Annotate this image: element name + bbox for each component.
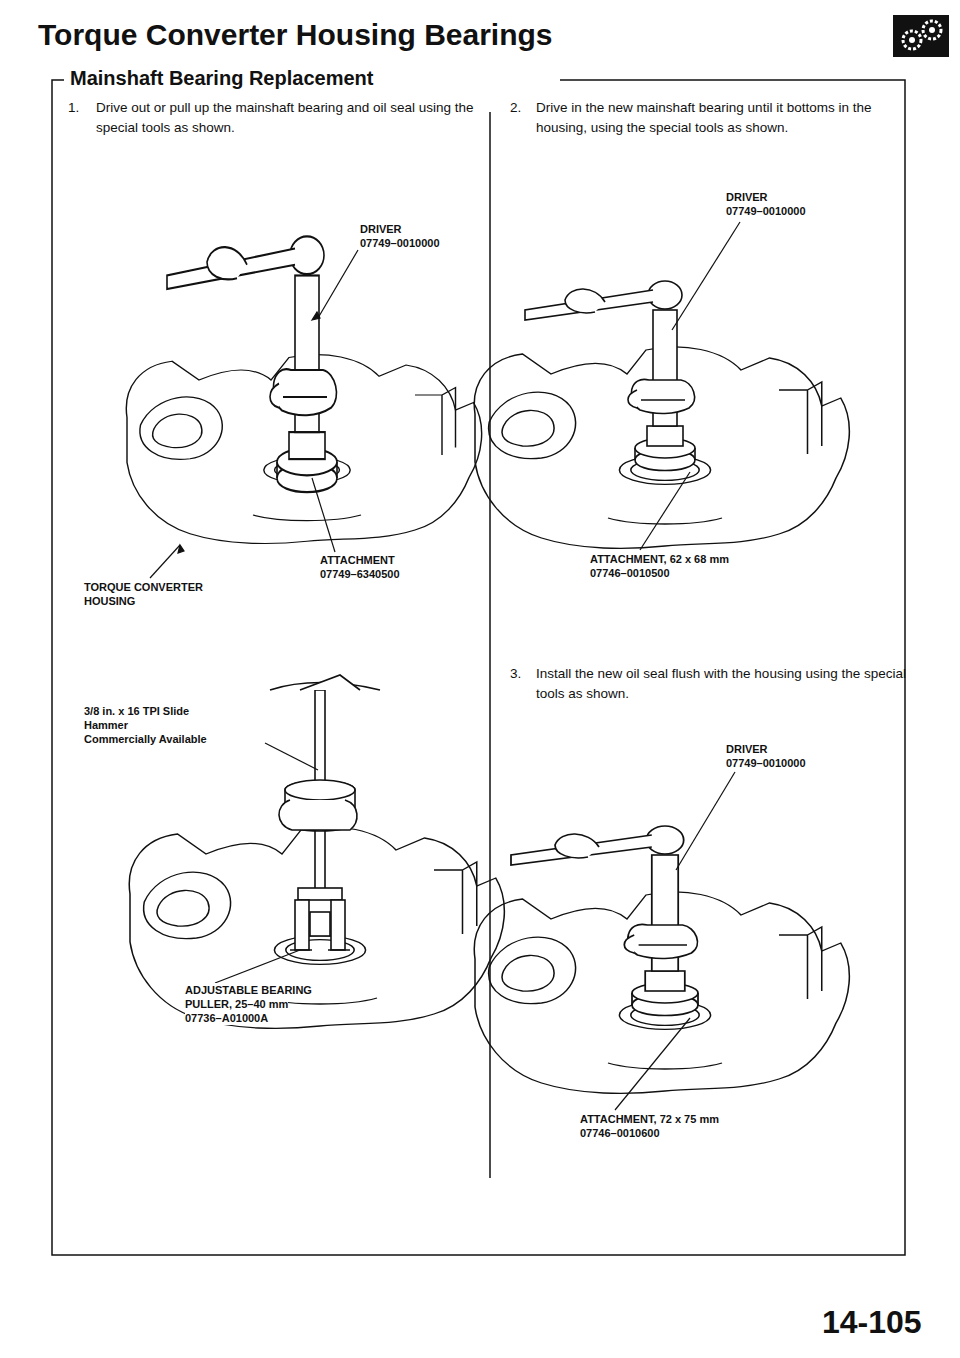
tool-name: ATTACHMENT, 72 x 75 mm <box>580 1112 719 1126</box>
section-icon <box>893 15 949 57</box>
figure-driver-out <box>126 236 481 543</box>
tool-number: 07749–0010000 <box>360 236 440 250</box>
tool-name: DRIVER <box>726 190 768 204</box>
figure-bearing-install <box>474 281 849 548</box>
figure-slide-hammer <box>129 675 504 1028</box>
tool-number: 07749–0010000 <box>726 204 806 218</box>
tool-number: 07746–0010600 <box>580 1126 660 1140</box>
part-name: TORQUE CONVERTER HOUSING <box>84 580 214 609</box>
tool-name: DRIVER <box>360 222 402 236</box>
page-title: Torque Converter Housing Bearings <box>38 16 553 54</box>
page-number: 14-105 <box>822 1302 922 1342</box>
tool-name: Hammer <box>84 718 128 732</box>
tool-name: ATTACHMENT <box>320 553 395 567</box>
step-text: Drive in the new mainshaft bearing until… <box>536 98 906 137</box>
step-number: 2. <box>510 98 521 118</box>
tool-number: 07749–0010000 <box>726 756 806 770</box>
step-number: 1. <box>68 98 79 118</box>
tool-name: PULLER, 25–40 mm <box>185 997 288 1011</box>
tool-number: 07746–0010500 <box>590 566 670 580</box>
tool-name: 3/8 in. x 16 TPI Slide <box>84 704 189 718</box>
section-heading: Mainshaft Bearing Replacement <box>64 66 379 91</box>
tool-name: ATTACHMENT, 62 x 68 mm <box>590 552 729 566</box>
page-frame <box>52 80 905 1255</box>
tool-note: Commercially Available <box>84 732 207 746</box>
tool-number: 07749–6340500 <box>320 567 400 581</box>
step-text: Drive out or pull up the mainshaft beari… <box>96 98 476 137</box>
tool-name: ADJUSTABLE BEARING <box>185 983 312 997</box>
step-number: 3. <box>510 664 521 684</box>
tool-name: DRIVER <box>726 742 768 756</box>
tool-number: 07736–A01000A <box>185 1011 268 1025</box>
step-text: Install the new oil seal flush with the … <box>536 664 906 703</box>
